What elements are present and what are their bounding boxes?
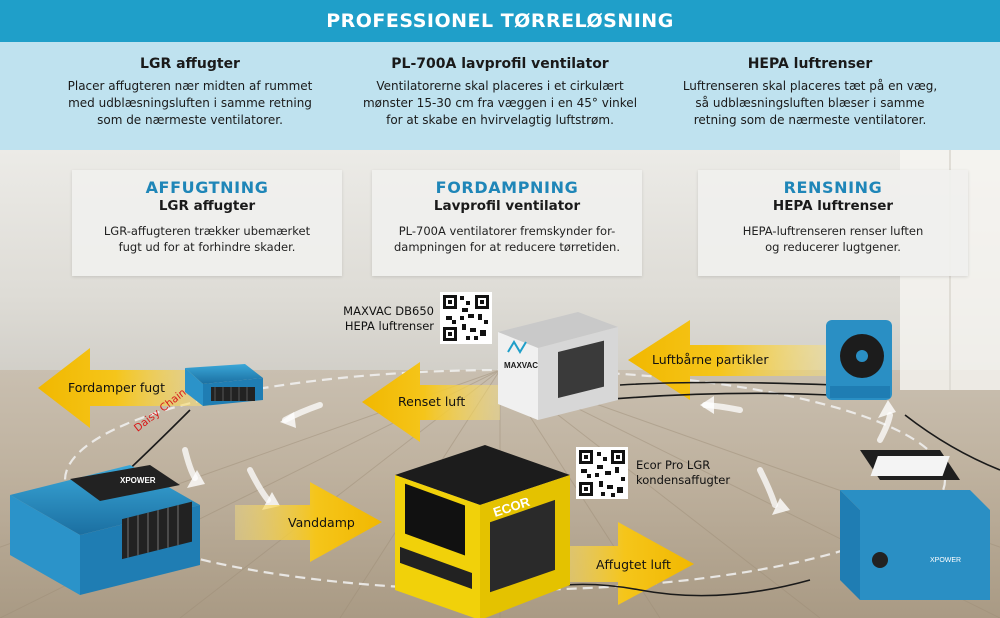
xpower-brand-2: XPOWER (930, 557, 961, 564)
intro-lgr-title: LGR affugter (140, 56, 240, 72)
label-luftbaarne-partikler: Luftbårne partikler (652, 352, 769, 367)
intro-hepa-text: Luftrenseren skal placeres tæt på en væg… (682, 79, 938, 127)
label-fordamper-fugt: Fordamper fugt (68, 380, 165, 395)
subtitle-lavprofil: Lavprofil ventilator (433, 198, 581, 214)
intro-lgr: LGR affugter Placer affugteren nær midte… (40, 56, 340, 129)
xpower-brand: XPOWER (120, 476, 156, 485)
label-vanddamp: Vanddamp (288, 515, 355, 530)
arrow-vanddamp (235, 482, 382, 562)
arrow-fordamper-fugt (38, 348, 210, 428)
info-box-rensning: RENSNING HEPA luftrenser HEPA-luftrenser… (698, 170, 968, 276)
category-rensning: RENSNING (783, 178, 883, 197)
maxvac-brand: MAXVAC (504, 361, 538, 370)
desc-fordampning: PL-700A ventilatorer fremskynder for-dam… (393, 224, 620, 254)
category-fordampning: FORDAMPNING (435, 178, 579, 197)
air-purifier-icon: MAXVAC (498, 312, 618, 420)
intro-pl700a: PL-700A lavprofil ventilator Ventilatore… (350, 56, 650, 129)
intro-pl700a-text: Ventilatorerne skal placeres i et cirkul… (362, 79, 638, 127)
subtitle-lgr: LGR affugter (158, 198, 256, 214)
title-bar: PROFESSIONEL TØRRELØSNING (0, 0, 1000, 42)
right-cable (904, 414, 1000, 471)
dehumidifier-icon: ECOR (395, 445, 570, 618)
info-box-fordampning: FORDAMPNING Lavprofil ventilator PL-700A… (372, 170, 642, 276)
qr-code-icon (440, 292, 492, 344)
subtitle-hepa: HEPA luftrenser (772, 198, 894, 214)
air-mover-icon: XPOWER (10, 465, 200, 595)
arrow-renset-luft (362, 362, 500, 442)
info-box-affugtning: AFFUGTNING LGR affugter LGR-affugteren t… (72, 170, 342, 276)
label-affugtet-luft: Affugtet luft (596, 557, 671, 572)
qr-code-icon (576, 447, 628, 499)
page-title: PROFESSIONEL TØRRELØSNING (326, 10, 674, 32)
category-affugtning: AFFUGTNING (145, 178, 269, 197)
arrow-affugtet-luft (540, 522, 694, 605)
air-purifier-icon: XPOWER (840, 450, 990, 600)
intro-hepa: HEPA luftrenser Luftrenseren skal placer… (660, 56, 960, 129)
arrow-luftbaarne-partikler (628, 320, 830, 400)
intro-hepa-title: HEPA luftrenser (747, 56, 873, 72)
intro-pl700a-title: PL-700A lavprofil ventilator (391, 56, 609, 72)
intro-band: LGR affugter Placer affugteren nær midte… (0, 42, 1000, 150)
label-renset-luft: Renset luft (398, 394, 466, 409)
air-mover-icon (185, 364, 263, 406)
air-mover-icon (826, 320, 892, 400)
